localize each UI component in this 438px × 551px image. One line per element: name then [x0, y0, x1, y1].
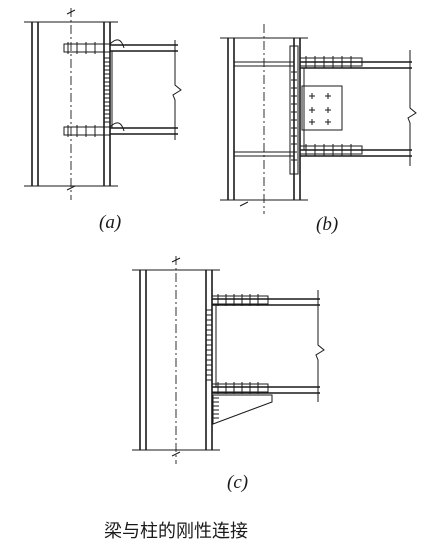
detail-b-column: [220, 24, 308, 214]
detail-a-flange-plates: [63, 39, 125, 137]
bolt-mark: [309, 93, 315, 99]
detail-c: [132, 256, 325, 464]
detail-b-connection-plates: [289, 45, 363, 175]
detail-a-weld-ticks: [67, 42, 110, 137]
detail-c-column: [132, 256, 220, 464]
detail-a: [24, 8, 182, 200]
label-c: (c): [227, 472, 249, 493]
detail-c-plates-and-bracket: [206, 294, 273, 425]
detail-b: [220, 24, 417, 214]
label-b: (b): [316, 214, 339, 235]
detail-a-column: [24, 8, 118, 200]
detail-b-weld-ticks: [291, 56, 352, 161]
bolt-mark: [309, 119, 315, 125]
detail-c-weld-ticks: [206, 294, 259, 419]
detail-c-beam: [212, 290, 325, 402]
bolt-mark: [325, 119, 331, 125]
bolt-mark: [325, 107, 331, 113]
detail-b-bolts: [309, 93, 331, 125]
bolt-mark: [325, 93, 331, 99]
figure-caption: 梁与柱的刚性连接: [104, 521, 248, 542]
label-a: (a): [99, 212, 122, 233]
bolt-mark: [309, 107, 315, 113]
detail-a-beam: [110, 40, 182, 140]
detail-b-beam: [300, 50, 417, 166]
